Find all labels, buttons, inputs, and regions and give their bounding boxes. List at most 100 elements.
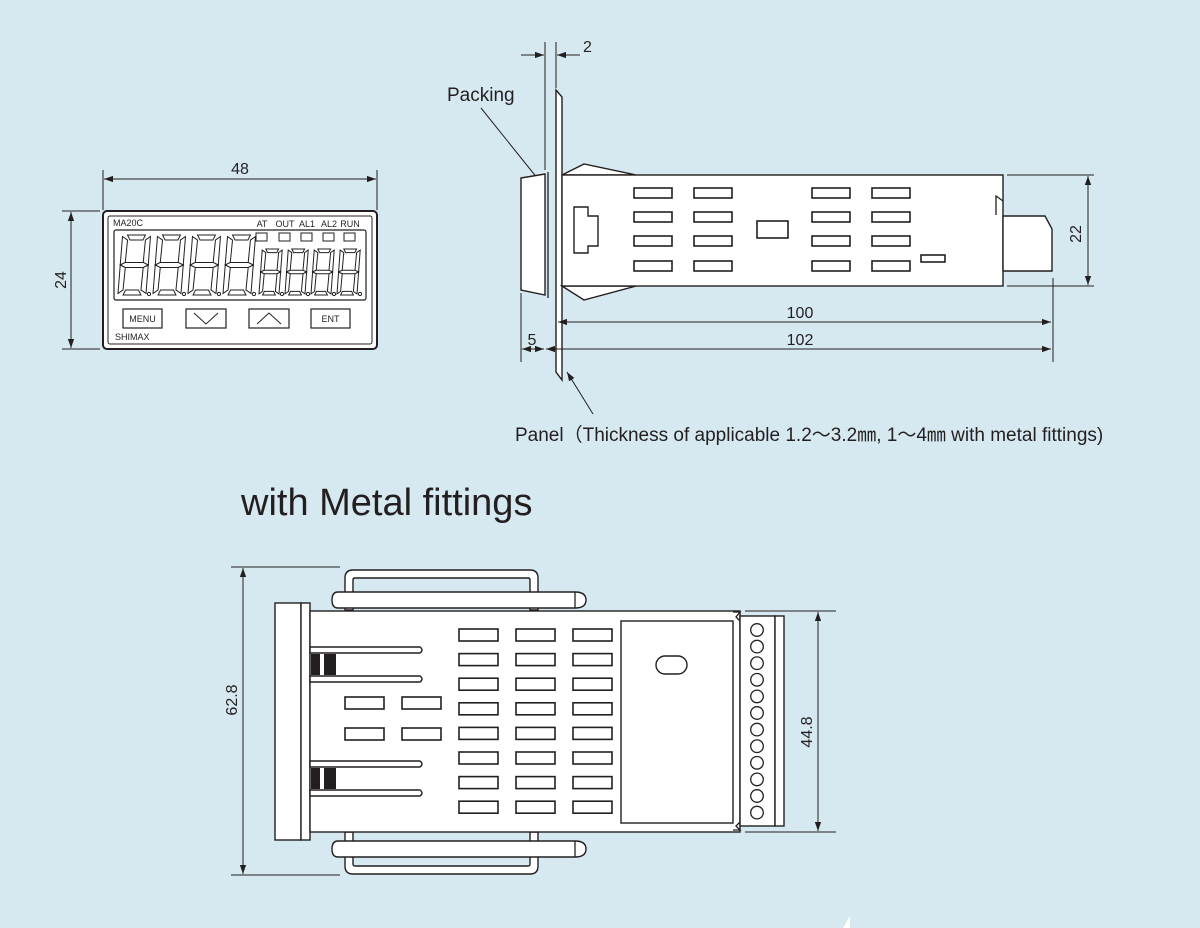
seven-segment-digit xyxy=(284,248,311,297)
terminal-screw xyxy=(750,789,764,803)
vent-slot xyxy=(515,751,556,765)
vent-slot xyxy=(693,235,733,247)
terminal-screw xyxy=(750,623,764,637)
terminal-height-dim: 44.8 xyxy=(799,716,816,747)
vent-slot xyxy=(458,775,499,790)
terminal-screw xyxy=(750,755,764,770)
vent-slot xyxy=(633,260,673,272)
indicator-led xyxy=(343,232,356,242)
vent-slot xyxy=(344,696,385,710)
vent-slot xyxy=(811,211,851,223)
panel-gap-dim: 2 xyxy=(583,39,592,56)
vent-slot xyxy=(811,260,851,272)
terminal-screw xyxy=(750,722,764,737)
vent-slot xyxy=(572,628,613,642)
ent-button-label: ENT xyxy=(322,314,341,324)
side-bezel xyxy=(520,173,546,296)
terminal-screw xyxy=(750,656,764,671)
chevron-up-icon xyxy=(256,312,282,325)
vent-slot xyxy=(515,701,556,716)
brand-label: SHIMAX xyxy=(115,332,150,342)
terminal-screw xyxy=(750,739,764,754)
vent-slot xyxy=(633,187,673,199)
vent-slot xyxy=(693,187,733,199)
vent-slot xyxy=(458,628,499,642)
indicator-label-out: OUT xyxy=(276,219,296,229)
indicator-led xyxy=(278,232,291,242)
length-dim-102: 102 xyxy=(787,332,814,349)
decimal-point xyxy=(216,291,222,297)
vent-slot xyxy=(515,775,556,790)
metal-fitting-top xyxy=(344,569,539,611)
side-small-slot xyxy=(920,254,946,263)
terminal-cover xyxy=(620,620,734,824)
ent-button[interactable]: ENT xyxy=(310,308,351,329)
vent-slot xyxy=(871,260,911,272)
vent-slot xyxy=(633,211,673,223)
panel-leader xyxy=(566,371,594,415)
clip-rail-upper xyxy=(309,646,423,683)
clip-rail-lower xyxy=(309,760,423,797)
cover-slot-oval xyxy=(655,655,688,675)
vent-slot xyxy=(871,187,911,199)
indicator-led xyxy=(255,232,268,242)
rear-terminal xyxy=(1002,215,1053,272)
menu-button-label: MENU xyxy=(129,314,156,324)
terminal-screw xyxy=(750,689,764,704)
vent-slot xyxy=(572,701,613,716)
panel-note: Panel（Thickness of applicable 1.2～3.2㎜, … xyxy=(515,424,1103,446)
vent-slot xyxy=(572,775,613,790)
vent-slot xyxy=(515,800,556,815)
vent-slot xyxy=(401,727,442,741)
vent-slot xyxy=(458,800,499,815)
indicator-label-al2: AL2 xyxy=(321,219,337,229)
vent-slot xyxy=(871,235,911,247)
side-view: 2 Packing 22 100 102 5 xyxy=(447,39,1103,446)
indicator-label-al1: AL1 xyxy=(299,219,315,229)
vent-slot xyxy=(458,726,499,741)
terminal-screw xyxy=(750,772,764,787)
vent-slot xyxy=(458,751,499,765)
vent-slot xyxy=(693,211,733,223)
terminal-screws xyxy=(750,623,764,820)
indicator-leds xyxy=(255,232,356,242)
indicator-led xyxy=(322,232,335,242)
corner-artifact xyxy=(843,916,850,928)
decimal-point xyxy=(279,291,285,297)
up-button[interactable] xyxy=(248,308,290,329)
sv-display xyxy=(258,248,363,297)
terminal-screw xyxy=(750,805,764,820)
side-connector xyxy=(573,206,599,254)
vent-slot xyxy=(871,211,911,223)
down-button[interactable] xyxy=(185,308,227,329)
vent-slot xyxy=(515,652,556,667)
decimal-point xyxy=(146,291,152,297)
packing-leader xyxy=(480,107,543,185)
front-width-dim: 48 xyxy=(231,161,249,178)
vent-slot xyxy=(515,628,556,642)
seven-segment-digit xyxy=(258,248,285,297)
indicator-led xyxy=(300,232,313,242)
front-view: 48 24 MA20C AT OUT AL1 AL2 RUN MENU xyxy=(53,161,378,350)
terminal-block-edge xyxy=(774,615,785,827)
model-label: MA20C xyxy=(113,218,144,228)
latch-mark xyxy=(995,194,1004,215)
panel xyxy=(555,88,563,383)
vent-slot xyxy=(344,727,385,741)
terminal-screw xyxy=(750,639,764,654)
side-window xyxy=(756,220,789,239)
vent-slot xyxy=(572,652,613,667)
vent-slot xyxy=(572,677,613,692)
vent-slot xyxy=(811,187,851,199)
vent-slot xyxy=(633,235,673,247)
vent-slot xyxy=(693,260,733,272)
side-height-dim: 22 xyxy=(1068,225,1085,243)
vent-slot xyxy=(572,726,613,741)
seven-segment-digit xyxy=(336,248,363,297)
vent-slot xyxy=(458,701,499,716)
vent-slot xyxy=(572,800,613,815)
indicator-label-at: AT xyxy=(257,219,268,229)
menu-button[interactable]: MENU xyxy=(122,308,163,329)
packing-label: Packing xyxy=(447,85,515,106)
